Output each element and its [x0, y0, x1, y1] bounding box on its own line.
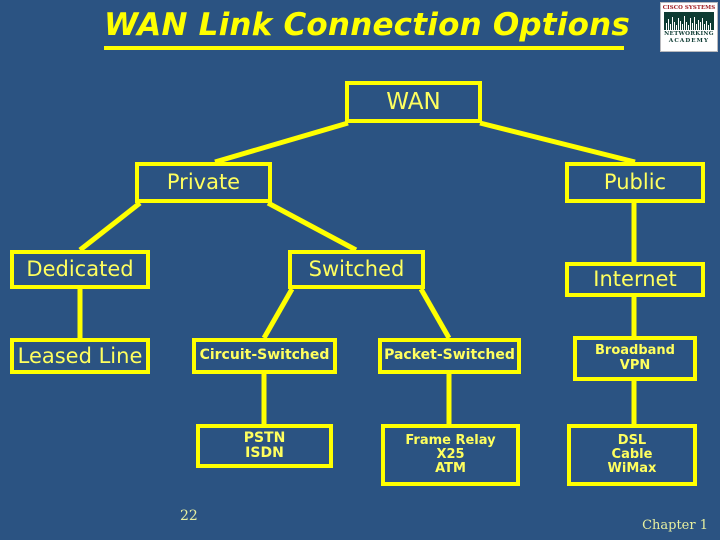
node-frame-relay-line1: Frame Relay: [405, 432, 496, 448]
node-private-label: Private: [166, 170, 241, 195]
edge-private-dedicated: [78, 201, 142, 252]
node-dsl-cable-line1: DSL: [617, 432, 647, 448]
node-broadband-vpn-line2: VPN: [619, 357, 651, 373]
node-switched[interactable]: Switched: [288, 250, 425, 289]
node-broadband-vpn[interactable]: Broadband VPN: [573, 336, 697, 381]
node-circuit-switched[interactable]: Circuit-Switched: [192, 338, 337, 374]
node-frame-relay-line2: X25: [436, 446, 465, 462]
page-number: 22: [180, 508, 198, 524]
node-private[interactable]: Private: [135, 162, 272, 203]
chapter-label: Chapter 1: [642, 518, 708, 533]
node-leased-line-label: Leased Line: [17, 343, 143, 368]
node-packet-switched[interactable]: Packet-Switched: [378, 338, 521, 374]
node-frame-relay-line3: ATM: [435, 461, 466, 477]
node-dsl-cable-line3: WiMax: [607, 461, 657, 477]
cisco-networking-academy-logo: CISCO SYSTEMS NETWORKING: [660, 2, 718, 52]
node-packet-switched-label: Packet-Switched: [384, 347, 515, 364]
node-internet-label: Internet: [593, 267, 677, 292]
node-internet[interactable]: Internet: [565, 262, 705, 297]
node-frame-relay[interactable]: Frame Relay X25 ATM: [381, 424, 520, 486]
edge-private-switched: [266, 200, 358, 253]
node-leased-line[interactable]: Leased Line: [10, 338, 150, 374]
logo-academy-text: ACADEMY: [668, 38, 710, 44]
logo-cisco-systems-text: CISCO SYSTEMS: [662, 5, 716, 11]
node-pstn-isdn-line1: PSTN: [243, 429, 286, 446]
edge-wan-public: [479, 120, 636, 165]
node-dedicated[interactable]: Dedicated: [10, 250, 150, 289]
node-broadband-vpn-line1: Broadband: [595, 343, 675, 359]
node-pstn-isdn-line2: ISDN: [245, 445, 284, 461]
node-dsl-cable-line2: Cable: [611, 446, 653, 462]
node-wan-label: WAN: [386, 88, 441, 115]
node-wan[interactable]: WAN: [345, 81, 482, 123]
node-switched-label: Switched: [308, 257, 405, 282]
node-pstn-isdn[interactable]: PSTN ISDN: [196, 424, 333, 468]
page-title: WAN Link Connection Options: [104, 7, 630, 50]
logo-bridge-icon: [664, 12, 714, 30]
node-dsl-cable-wimax[interactable]: DSL Cable WiMax: [567, 424, 697, 486]
node-circuit-switched-label: Circuit-Switched: [199, 347, 330, 364]
edge-switched-packet: [418, 287, 452, 340]
node-dedicated-label: Dedicated: [26, 257, 134, 282]
node-public-label: Public: [603, 170, 667, 195]
edge-switched-circuit: [261, 287, 295, 340]
edge-wan-private: [214, 120, 349, 165]
logo-networking-text: NETWORKING: [664, 31, 714, 37]
node-public[interactable]: Public: [565, 162, 705, 203]
